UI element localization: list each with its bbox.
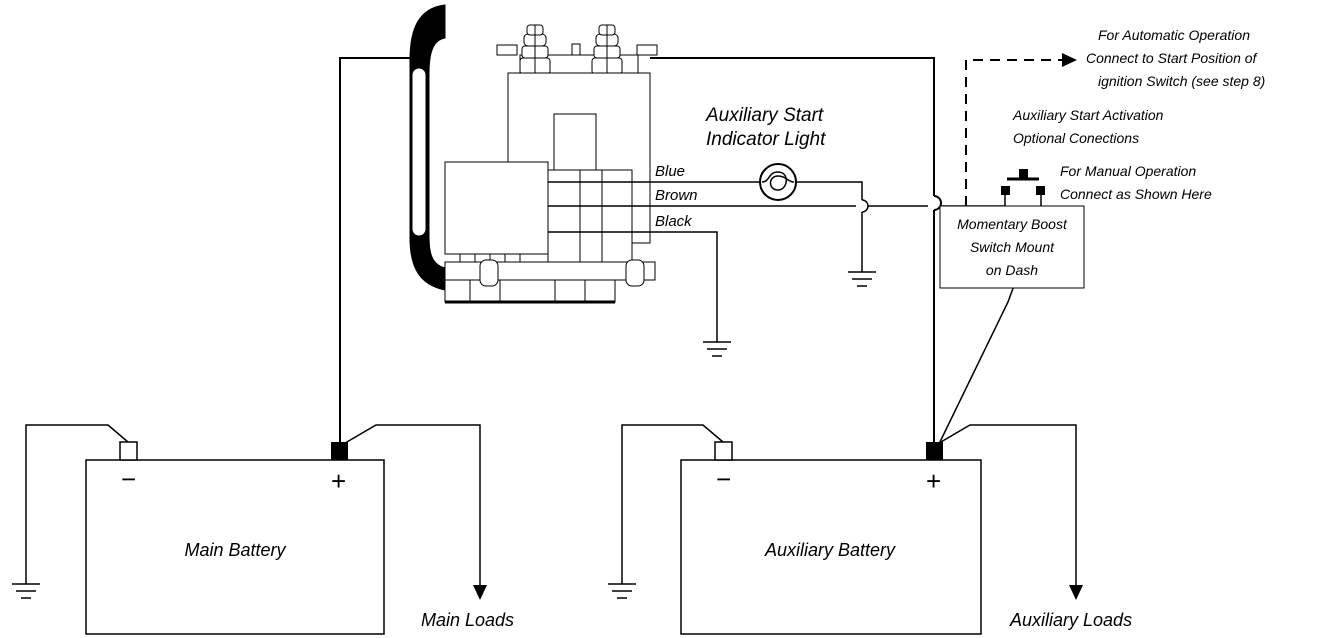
indicator-lamp-icon bbox=[759, 163, 797, 201]
ground-icon-indicator bbox=[848, 271, 876, 287]
ground-icon-main-battery bbox=[12, 583, 40, 599]
black-wire bbox=[548, 231, 718, 342]
activation-note-line1: Auxiliary Start Activation bbox=[1012, 107, 1164, 123]
connector-housing bbox=[547, 169, 633, 263]
brown-wire-label: Brown bbox=[655, 187, 698, 204]
solenoid-unit bbox=[409, 4, 658, 304]
top-tab-right bbox=[636, 44, 658, 56]
ground-icon-black-wire bbox=[703, 341, 731, 357]
mount-screw-right bbox=[625, 259, 645, 287]
aux-negative-terminal bbox=[714, 441, 733, 461]
main-positive-terminal bbox=[331, 442, 348, 460]
main-negative-terminal bbox=[119, 441, 138, 461]
main-cables bbox=[339, 57, 942, 446]
automatic-note-line2: Connect to Start Position of bbox=[1086, 50, 1259, 66]
terminal-stud-left bbox=[519, 24, 551, 75]
indicator-label-line2: Indicator Light bbox=[706, 129, 826, 150]
aux-loads-arrow bbox=[1069, 585, 1083, 600]
solenoid-window bbox=[553, 113, 597, 171]
aux-battery bbox=[608, 424, 1083, 635]
manual-note-line1: For Manual Operation bbox=[1060, 163, 1196, 179]
momentary-switch-icon bbox=[1001, 169, 1045, 195]
top-tab-left bbox=[496, 44, 518, 56]
black-wire-label: Black bbox=[655, 213, 693, 230]
mount-screw-left bbox=[479, 259, 499, 287]
aux-battery-minus: − bbox=[716, 464, 731, 494]
main-battery-label: Main Battery bbox=[184, 540, 286, 560]
activation-note-line2: Optional Conections bbox=[1013, 130, 1139, 146]
bracket-slot bbox=[411, 67, 427, 237]
aux-battery-ground-wire bbox=[621, 424, 724, 584]
main-battery-minus: − bbox=[121, 464, 136, 494]
main-positive-cable bbox=[339, 57, 410, 446]
main-battery-plus: + bbox=[331, 466, 346, 496]
main-loads-wire bbox=[339, 424, 481, 585]
boost-switch-line2: Switch Mount bbox=[970, 239, 1055, 255]
main-battery bbox=[12, 424, 487, 635]
aux-battery-case bbox=[680, 459, 982, 635]
automatic-note-line1: For Automatic Operation bbox=[1098, 27, 1250, 43]
boost-switch-label-box bbox=[939, 205, 1085, 289]
main-loads-label: Main Loads bbox=[421, 610, 514, 630]
boost-switch-line3: on Dash bbox=[986, 262, 1038, 278]
aux-loads-wire bbox=[933, 424, 1077, 585]
boost-switch-line1: Momentary Boost bbox=[957, 216, 1068, 232]
aux-battery-label: Auxiliary Battery bbox=[764, 540, 896, 560]
connector-block bbox=[444, 161, 549, 255]
automatic-note-line3: ignition Switch (see step 8) bbox=[1098, 73, 1265, 89]
aux-battery-plus: + bbox=[926, 466, 941, 496]
ground-icon-aux-battery bbox=[608, 583, 636, 599]
manual-note-line2: Connect as Shown Here bbox=[1060, 186, 1212, 202]
terminal-stud-right bbox=[591, 24, 623, 75]
aux-cable-crossover bbox=[933, 195, 942, 211]
automatic-dashed-wire bbox=[965, 59, 1062, 206]
automatic-arrow bbox=[1062, 53, 1077, 67]
main-battery-ground-wire bbox=[25, 424, 129, 584]
main-battery-case bbox=[85, 459, 385, 635]
aux-positive-cable bbox=[650, 57, 935, 196]
main-loads-arrow bbox=[473, 585, 487, 600]
solenoid-base-flange bbox=[444, 261, 656, 281]
indicator-label-line1: Auxiliary Start bbox=[705, 105, 824, 126]
blue-wire-label: Blue bbox=[655, 163, 685, 180]
aux-loads-label: Auxiliary Loads bbox=[1009, 610, 1132, 630]
aux-positive-terminal bbox=[926, 442, 943, 460]
